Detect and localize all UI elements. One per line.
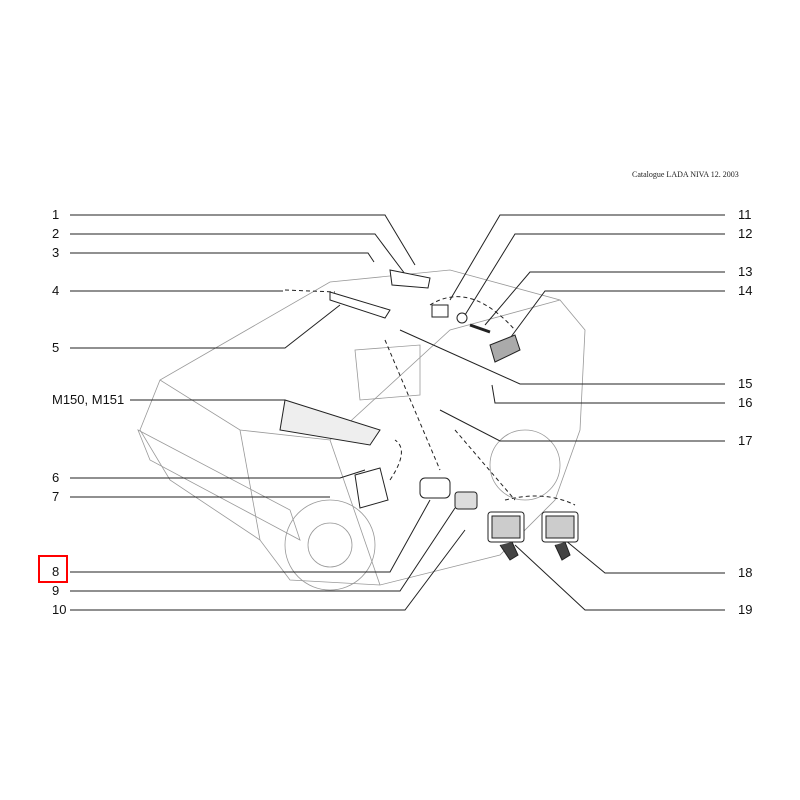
callout-label-19: 19 <box>738 602 753 617</box>
callout-label-2: 2 <box>52 226 60 241</box>
callout-label-10: 10 <box>52 602 67 617</box>
callout-label-7: 7 <box>52 489 60 504</box>
mudguard-part <box>354 467 389 509</box>
callout-label-5: 5 <box>52 340 60 355</box>
car-outline <box>137 269 586 591</box>
callout-label-14: 14 <box>738 283 753 298</box>
dashed-assembly-lines <box>284 289 576 506</box>
clip <box>431 304 449 318</box>
catalogue-header: Catalogue LADA NIVA 12. 2003 <box>632 170 739 179</box>
callout-label-m150-m151: M150, M151 <box>52 392 125 407</box>
callout-label-17: 17 <box>738 433 753 448</box>
sun-visor <box>329 291 391 319</box>
callout-label-3: 3 <box>52 245 60 260</box>
highlight-box <box>38 555 68 583</box>
callout-label-18: 18 <box>738 565 753 580</box>
callout-label-12: 12 <box>738 226 753 241</box>
washer <box>456 312 468 324</box>
mirror-mount <box>489 334 521 363</box>
callout-label-8: 8 <box>52 564 60 579</box>
screw <box>469 323 491 334</box>
callout-label-13: 13 <box>738 264 753 279</box>
callout-label-9: 9 <box>52 583 60 598</box>
callout-label-16: 16 <box>738 395 753 410</box>
parts <box>279 269 579 561</box>
bracket <box>389 269 431 289</box>
leader-lines <box>70 214 725 611</box>
callout-label-15: 15 <box>738 376 753 391</box>
callout-label-11: 11 <box>738 207 752 222</box>
side-indicator <box>419 477 451 499</box>
badge-plate <box>279 399 381 446</box>
callout-label-4: 4 <box>52 283 60 298</box>
callout-label-6: 6 <box>52 470 60 485</box>
indicator-lens <box>454 491 478 510</box>
callout-label-1: 1 <box>52 207 60 222</box>
